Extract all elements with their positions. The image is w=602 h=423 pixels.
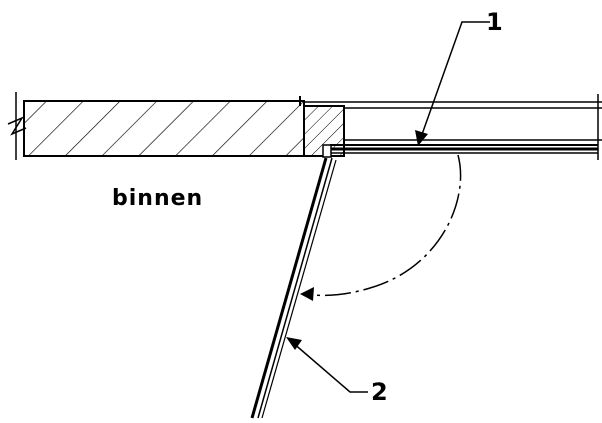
wall-section (23, 96, 305, 157)
leader-line-1 (415, 21, 490, 146)
break-symbol-left (7, 92, 27, 160)
leader-line-2 (286, 337, 368, 393)
callout-number-1: 1 (486, 8, 503, 36)
door-swing-arc (300, 154, 462, 301)
callout-number-2: 2 (371, 378, 388, 406)
hinge (322, 144, 332, 158)
door-leaf-open (250, 157, 337, 419)
door-leaf-closed (330, 144, 598, 154)
room-label: binnen (112, 186, 203, 211)
